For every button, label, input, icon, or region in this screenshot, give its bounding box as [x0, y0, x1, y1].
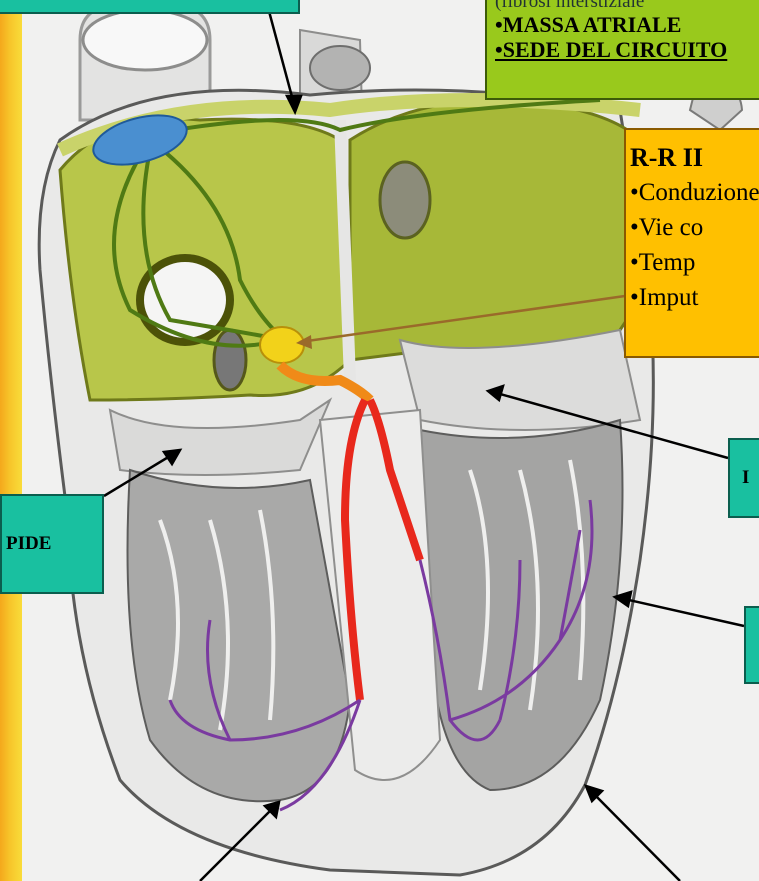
green-line-2: •MASSA ATRIALE: [495, 12, 759, 37]
ventricle-label: [744, 606, 759, 684]
mitral-label: I: [728, 438, 759, 518]
aorta-opening: [83, 10, 207, 70]
rr-item: •Imput: [630, 280, 759, 315]
green-line-1: (fibrosi interstiziale: [495, 0, 759, 12]
rr-heading: R-R II: [630, 140, 759, 175]
tricuspid-label-text: PIDE: [6, 533, 51, 555]
green-line-3: •SEDE DEL CIRCUITO: [495, 37, 759, 62]
mitral-label-text: I: [742, 467, 749, 489]
atrial-info-box: (fibrosi interstiziale •MASSA ATRIALE •S…: [485, 0, 759, 100]
av-node: [260, 327, 304, 363]
rr-item: •Temp: [630, 245, 759, 280]
rr-item: •Conduzione: [630, 175, 759, 210]
tricuspid-label: PIDE: [0, 494, 104, 594]
rr-info-box: R-R II •Conduzione •Vie co •Temp •Imput: [624, 128, 759, 358]
top-left-label: [0, 0, 300, 14]
rr-item: •Vie co: [630, 210, 759, 245]
